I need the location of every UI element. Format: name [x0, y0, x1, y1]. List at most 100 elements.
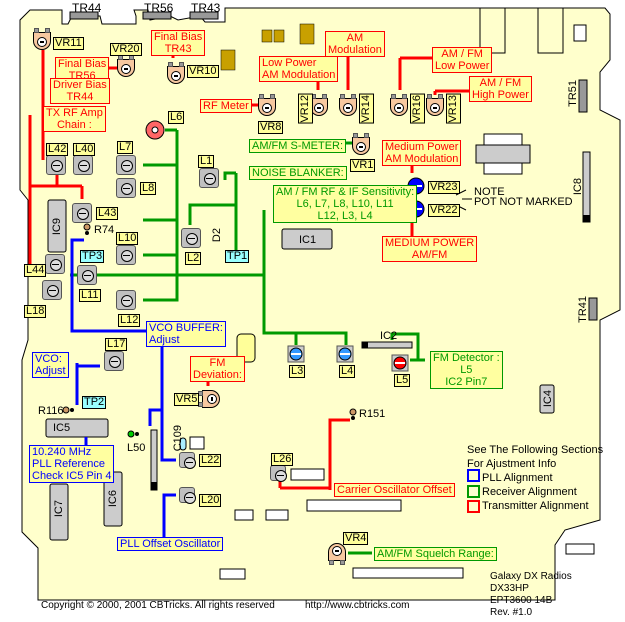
callout-squelch-range: AM/FM Squelch Range:	[374, 547, 497, 561]
tr44-label: TR44	[72, 1, 102, 15]
l8-label: L8	[140, 182, 157, 195]
l17-coil[interactable]	[104, 351, 124, 371]
pcb-outline	[19, 7, 621, 601]
l2-label: L2	[185, 252, 202, 265]
callout-line: AM Modulation	[385, 153, 459, 165]
l4-label: L4	[339, 365, 356, 378]
tr44-body	[69, 11, 99, 20]
r74-label: R74	[94, 224, 115, 236]
callout-pll-reference: 10.240 MHz PLL Reference Check IC5 Pin 4	[29, 445, 115, 483]
model-line: EPT3600 14B	[490, 595, 553, 606]
vr11-label: VR11	[53, 37, 84, 50]
ic9-label: IC9	[51, 218, 63, 236]
l22-label: L22	[199, 454, 222, 467]
note-text: NOTE POT NOT MARKED	[474, 186, 573, 208]
ic9-body	[47, 199, 67, 253]
callout-rf-if-sensitivity: AM / FM RF & IF Sensitivity: L6, L7, L8,…	[273, 185, 418, 223]
l26-coil[interactable]	[270, 465, 287, 482]
l20-coil[interactable]	[179, 487, 196, 504]
callout-line: AM	[346, 32, 364, 44]
note-line: NOTE	[474, 186, 505, 198]
l26-label: L26	[271, 453, 294, 466]
vr1-pot[interactable]	[352, 133, 370, 155]
callout-line: Driver Bias	[53, 79, 107, 91]
ic8-body	[582, 151, 591, 223]
l3-slug	[287, 345, 305, 363]
vr10-label: VR10	[187, 65, 219, 78]
callout-fm-detector: FM Detector : L5 IC2 Pin7	[430, 351, 503, 389]
vr22-label: VR22	[428, 204, 460, 217]
l17-label: L17	[105, 338, 128, 351]
l1-coil[interactable]	[199, 168, 219, 188]
l11-coil[interactable]	[77, 265, 97, 285]
ic6-label: IC6	[107, 490, 119, 508]
vr13-pot[interactable]	[426, 94, 444, 116]
callout-tx-rf-amp-chain: TX RF Amp Chain :	[43, 106, 106, 132]
vr13-label: VR13	[446, 94, 461, 124]
ic7-label: IC7	[53, 500, 65, 518]
cbtricks-link[interactable]: http://www.cbtricks.com	[305, 600, 410, 611]
l43-coil[interactable]	[72, 203, 92, 223]
vr8-pot[interactable]	[258, 94, 276, 116]
r151-label: R151	[359, 408, 386, 420]
l7-label: L7	[117, 141, 134, 154]
l44-coil[interactable]	[45, 254, 65, 274]
vr14-pot[interactable]	[339, 94, 357, 116]
vr20-label: VR20	[110, 43, 142, 56]
callout-line: Chain :	[56, 119, 92, 131]
l18-label: L18	[24, 305, 47, 318]
l7-coil[interactable]	[116, 155, 136, 175]
copyright-text: Copyright © 2000, 2001 CBTricks. All rig…	[41, 600, 275, 611]
tr51-body	[578, 79, 588, 113]
vr5-label: VR5	[174, 393, 200, 406]
vr4-pot[interactable]	[328, 543, 346, 565]
callout-line: MEDIUM POWER	[385, 237, 475, 249]
l22-coil[interactable]	[179, 452, 196, 469]
vr11-pot[interactable]	[33, 28, 51, 50]
l44-label: L44	[24, 264, 47, 277]
callout-line: Low Power	[435, 60, 490, 72]
callout-line: Medium Power	[385, 141, 459, 153]
callout-am-modulation: AM Modulation	[325, 31, 385, 57]
ic5-body	[45, 418, 109, 438]
callout-line: TR44	[66, 91, 94, 103]
ic7-body	[49, 483, 69, 541]
model-info: Galaxy DX Radios DX33HP EPT3600 14B Rev.…	[490, 571, 572, 619]
vr20-pot[interactable]	[117, 55, 135, 77]
callout-final-bias-tr43: Final Bias TR43	[151, 30, 206, 56]
l12-label: L12	[118, 314, 141, 327]
l18-coil[interactable]	[42, 280, 62, 300]
callout-line: L5	[460, 364, 473, 376]
callout-line: AM Modulation	[262, 69, 336, 81]
callout-am-fm-high-power: AM / FM High Power	[469, 76, 532, 102]
l2-coil[interactable]	[181, 228, 201, 248]
l42-coil[interactable]	[46, 155, 66, 175]
callout-line: TX RF Amp	[46, 107, 103, 119]
callout-line: Deviation:	[193, 369, 242, 381]
callout-line: AM/FM	[411, 249, 448, 261]
legend: See The Following Sections For Ajustment…	[467, 443, 603, 513]
l8-coil[interactable]	[116, 178, 136, 198]
vr5-pot[interactable]	[198, 390, 220, 408]
callout-line: PLL Reference	[32, 458, 105, 470]
callout-line: IC2 Pin7	[445, 376, 488, 388]
ic5-label: IC5	[53, 422, 71, 434]
vr10-pot[interactable]	[167, 62, 185, 84]
vr16-pot[interactable]	[390, 94, 408, 116]
r116-label: R116	[38, 405, 64, 417]
l10-coil[interactable]	[116, 245, 136, 265]
callout-vco-buffer: VCO BUFFER: Adjust	[146, 321, 226, 347]
callout-low-power-am: Low Power AM Modulation	[259, 56, 339, 82]
model-line: Rev. #1.0	[490, 607, 533, 618]
callout-line: Check IC5 Pin 4	[32, 470, 112, 482]
l40-coil[interactable]	[73, 155, 93, 175]
ic1-label: IC1	[299, 234, 317, 246]
tr43-body	[189, 11, 219, 20]
model-line: Galaxy DX Radios	[490, 571, 572, 582]
model-line: DX33HP	[490, 583, 529, 594]
l12-coil[interactable]	[116, 290, 136, 310]
callout-medium-power-am: Medium Power AM Modulation	[382, 140, 462, 166]
callout-line: Final Bias	[58, 58, 107, 70]
d2-label: D2	[211, 228, 223, 243]
ic4-label: IC4	[542, 390, 554, 408]
